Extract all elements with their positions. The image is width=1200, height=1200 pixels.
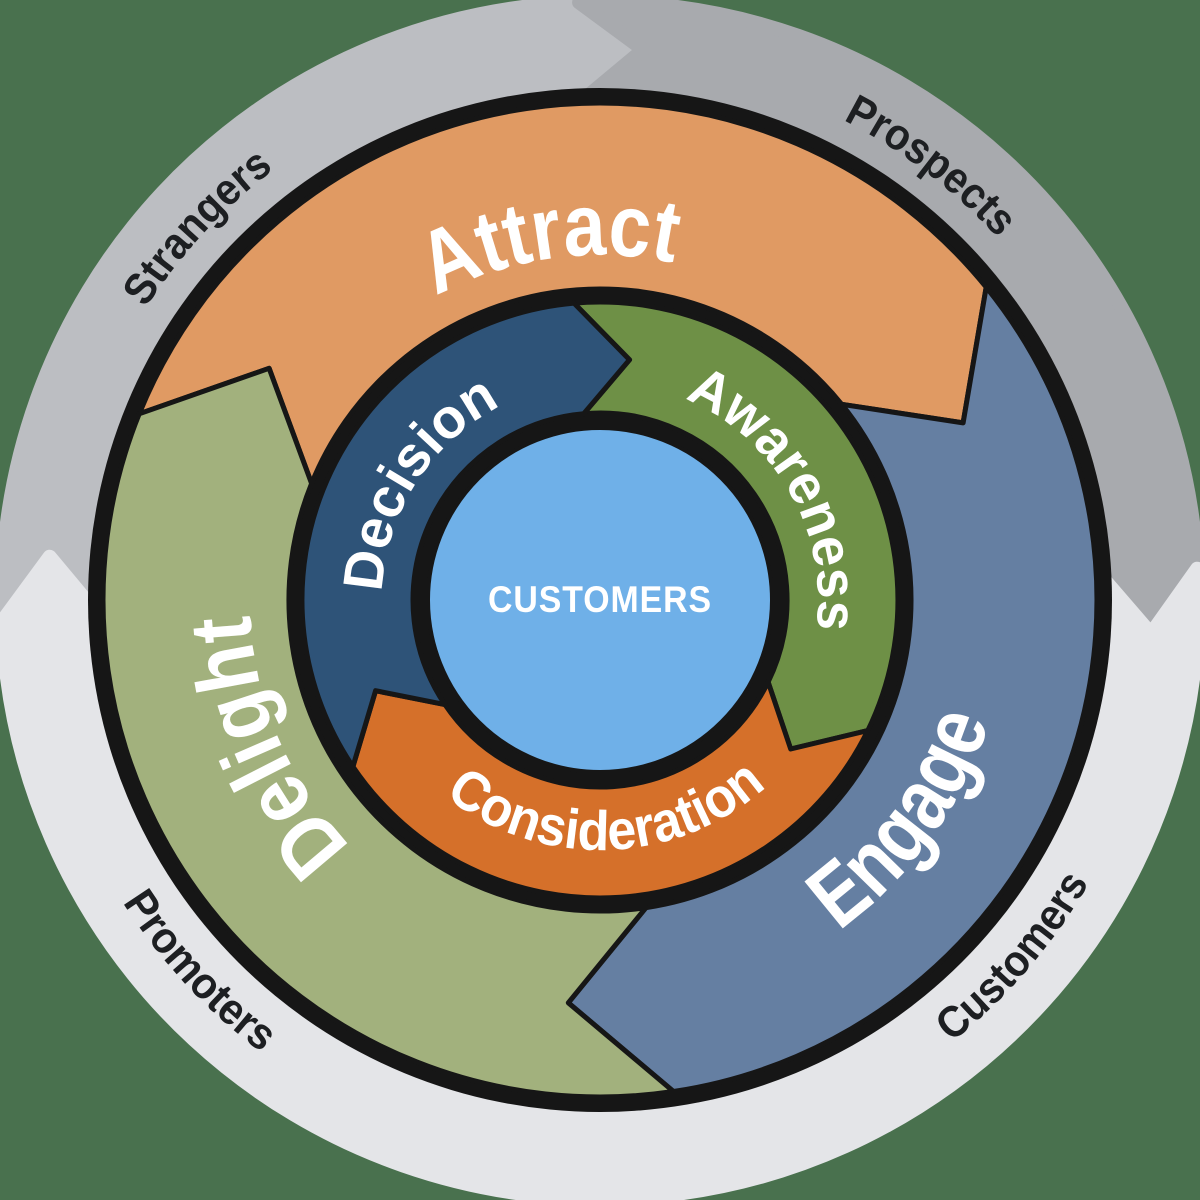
inner-ring (299, 299, 901, 901)
engage-segment (565, 284, 1100, 1094)
delight-segment (100, 365, 676, 1100)
middle-ring (100, 100, 1100, 1100)
awareness-segment (571, 299, 901, 752)
attract-segment (136, 100, 989, 486)
consideration-segment (350, 679, 871, 901)
customers-center-circle (426, 426, 774, 774)
decision-segment (299, 300, 632, 770)
customers-center-label: CUSTOMERS (488, 579, 712, 620)
